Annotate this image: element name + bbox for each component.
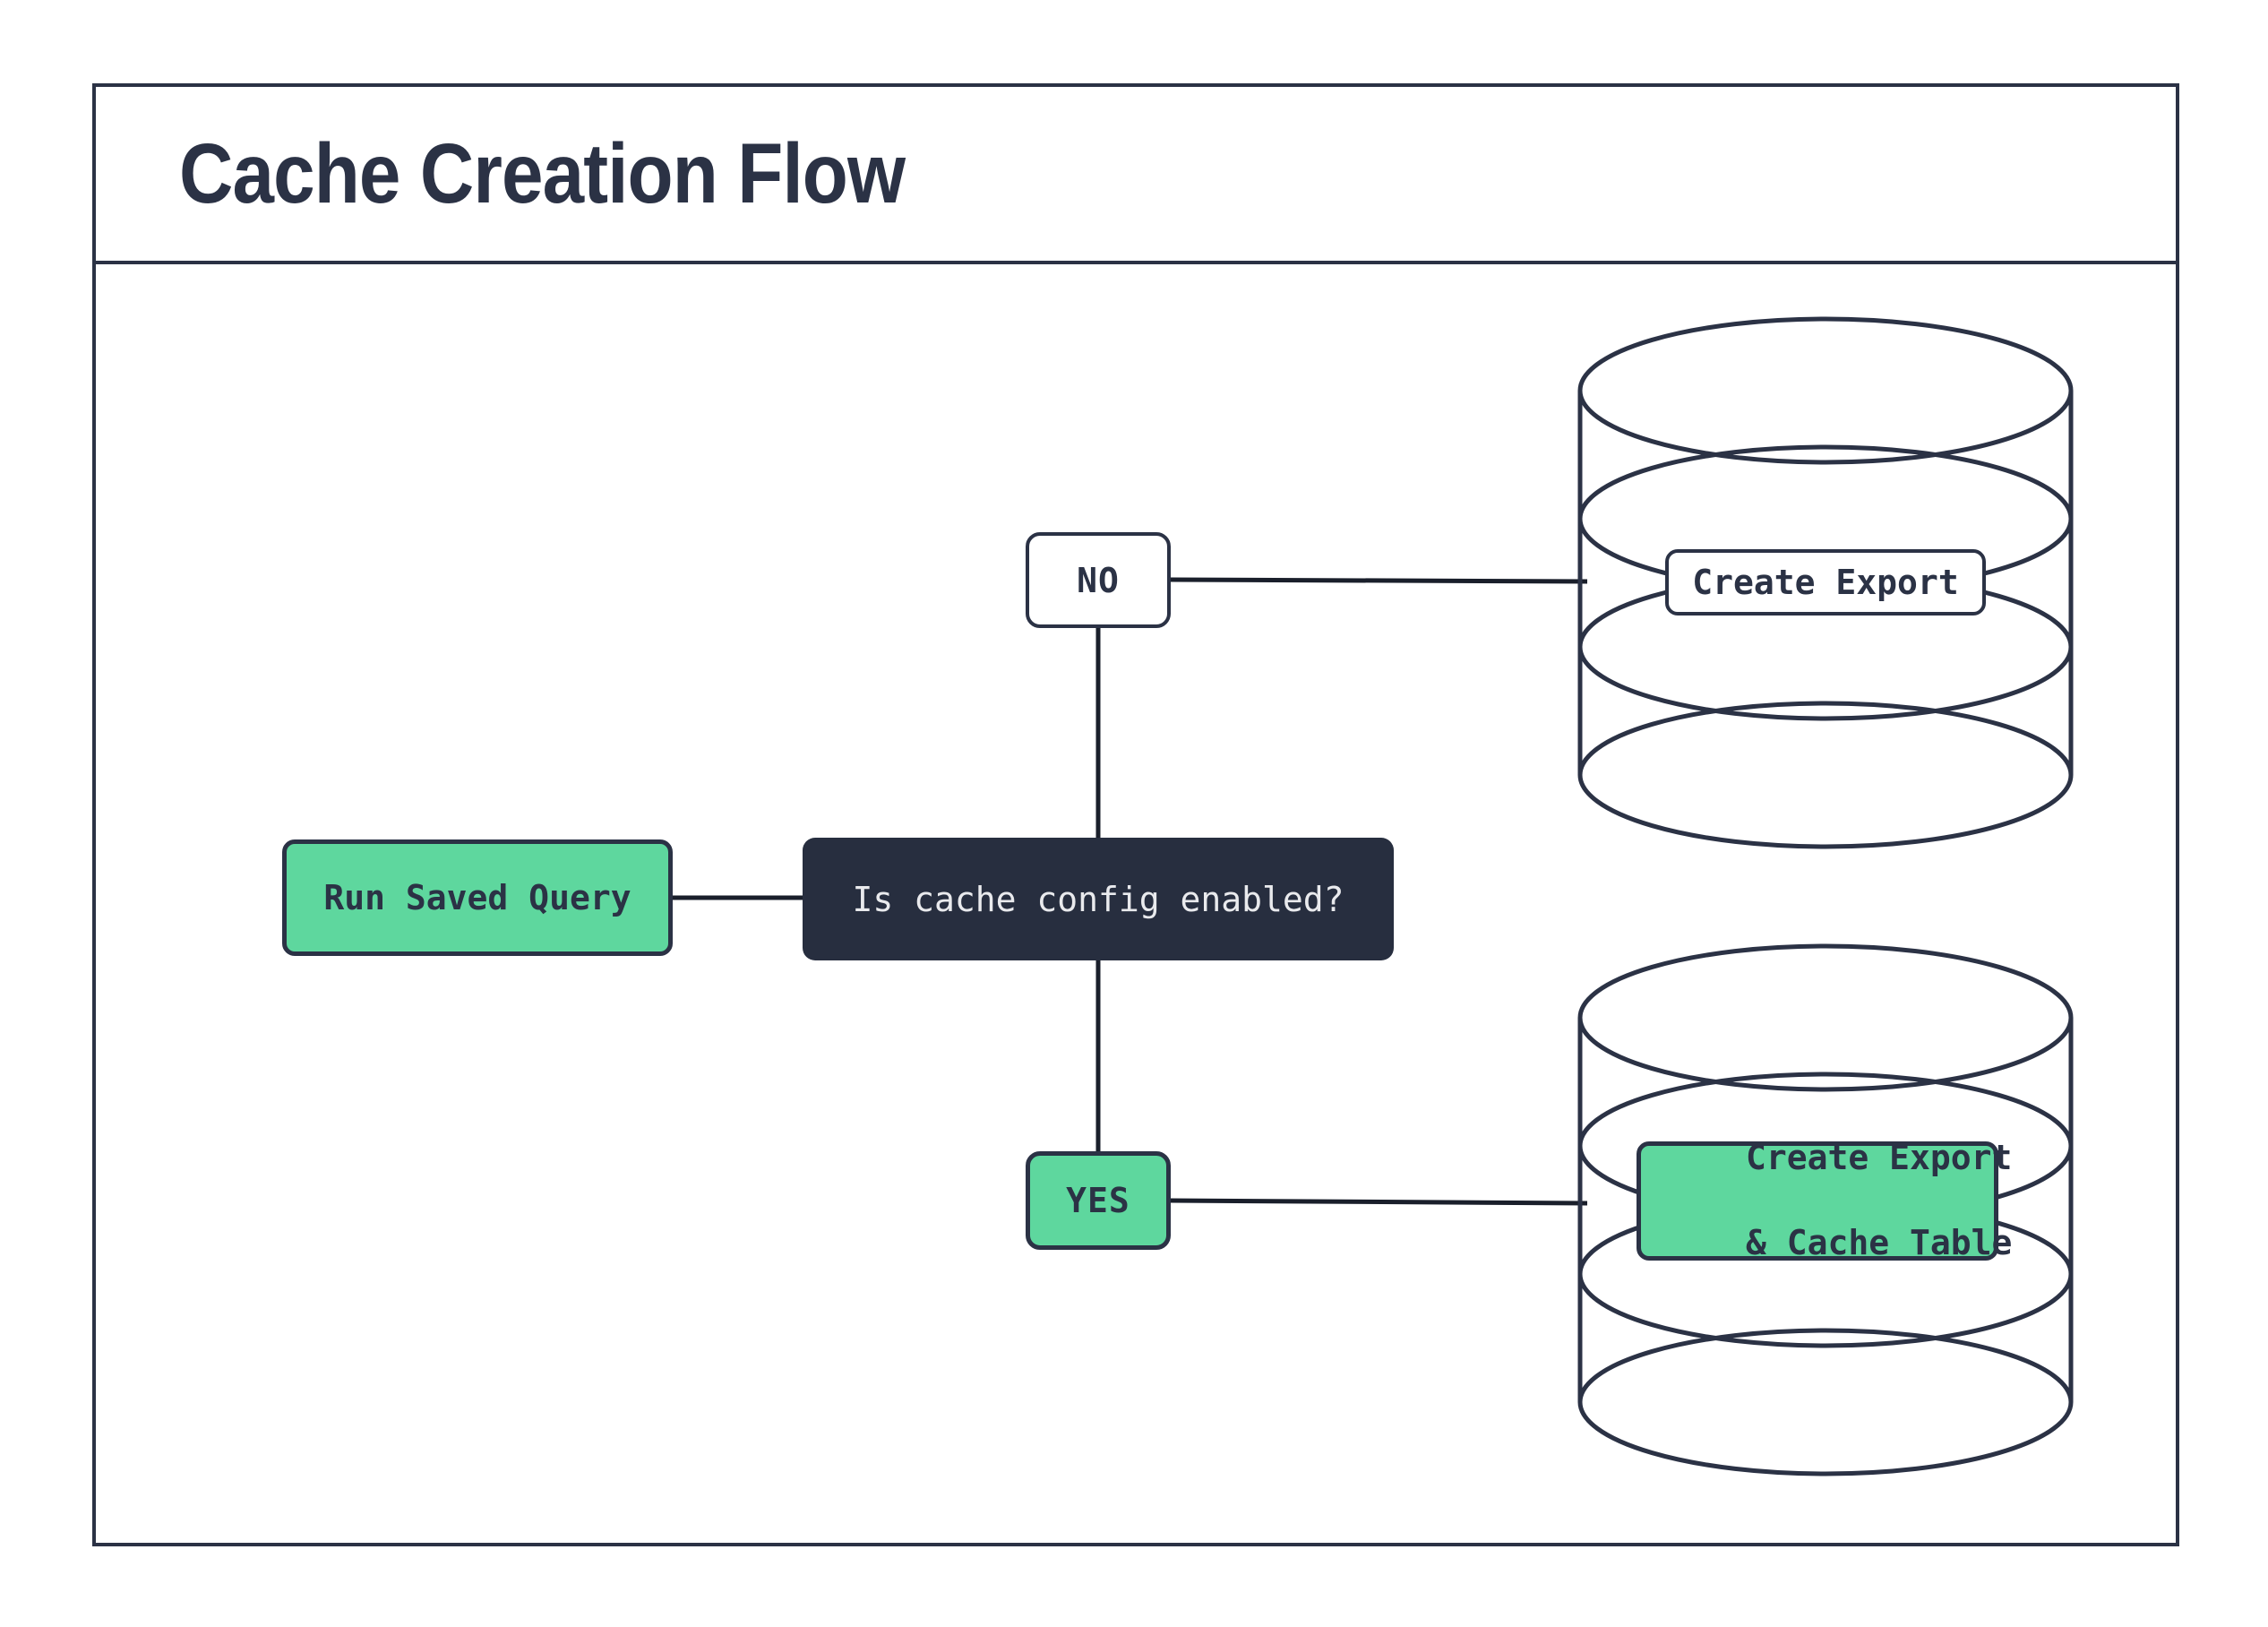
node-create-export-cache-table: Create Export & Cache Table <box>1637 1138 2012 1262</box>
node-run-saved-query: Run Saved Query <box>282 839 673 956</box>
node-create-export: Create Export <box>1665 549 1986 616</box>
node-decision-label: Is cache config enabled? <box>852 879 1344 919</box>
node-branch-yes-label: YES <box>1066 1181 1130 1220</box>
diagram-frame <box>92 83 2179 1546</box>
node-branch-no: NO <box>1026 532 1171 628</box>
node-create-export-label: Create Export <box>1692 563 1959 602</box>
node-run-saved-query-label: Run Saved Query <box>323 878 631 917</box>
node-branch-yes: YES <box>1026 1151 1171 1250</box>
header-divider <box>92 261 2179 264</box>
edge-no-to-database <box>1170 577 1588 584</box>
node-decision-cache-config: Is cache config enabled? <box>803 838 1394 960</box>
node-create-export-cache-table-label: Create Export & Cache Table <box>1623 1094 2013 1308</box>
label-line-2: & Cache Table <box>1745 1223 2013 1263</box>
label-line-1: Create Export <box>1745 1137 2013 1177</box>
edge-yes-to-database <box>1170 1198 1588 1206</box>
page-title: Cache Creation Flow <box>179 126 906 221</box>
node-branch-no-label: NO <box>1077 560 1120 600</box>
database-icon-bottom <box>1577 943 2074 1476</box>
